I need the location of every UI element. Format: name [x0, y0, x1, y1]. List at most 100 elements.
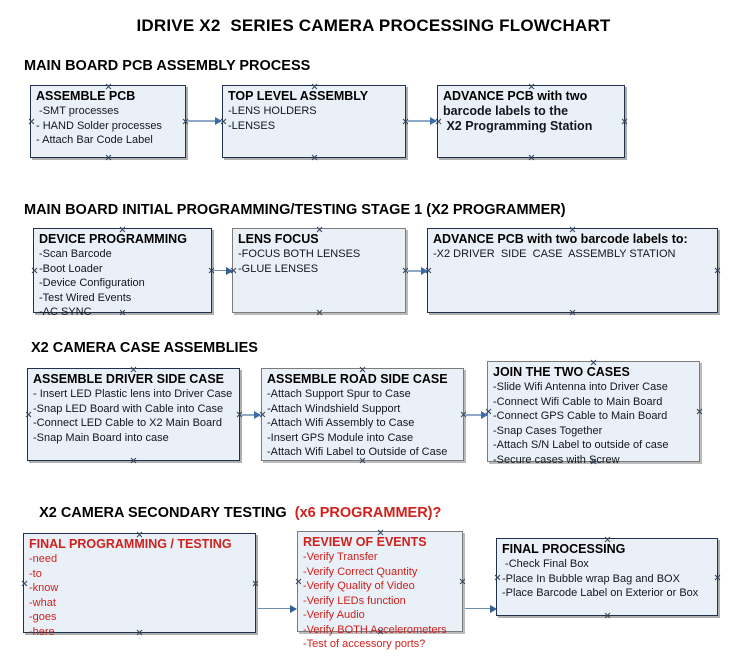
connector-handle-right[interactable]: [459, 578, 466, 585]
node-line: -Verify LEDs function: [303, 594, 406, 607]
connector-handle-right[interactable]: [714, 267, 721, 274]
node-line: -here: [29, 625, 55, 638]
node-line: -Connect GPS Cable to Main Board: [493, 410, 668, 422]
arrow-review-of-events-to-final-processing: [465, 604, 497, 613]
node-line: -Verify Transfer: [303, 551, 378, 563]
node-title: LENS FOCUS: [238, 232, 319, 246]
arrow-assemble-pcb-to-top-level: [188, 116, 222, 125]
node-line: -Scan Barcode: [39, 248, 112, 260]
section-heading-main-board-initial-programming: MAIN BOARD INITIAL PROGRAMMING/TESTING S…: [24, 202, 566, 218]
arrow-head-icon: [421, 266, 428, 275]
node-line: -Attach Support Spur to Case: [267, 388, 411, 400]
connector-handle-bottom[interactable]: [569, 309, 576, 316]
node-assemble-driver-side-case[interactable]: ASSEMBLE DRIVER SIDE CASE - Insert LED P…: [27, 368, 240, 461]
node-title: ADVANCE PCB with two barcode labels to:: [433, 232, 688, 246]
node-line: -Attach Wifi Label to Outside of Case: [267, 446, 448, 458]
node-line: -Slide Wifi Antenna into Driver Case: [493, 381, 668, 393]
node-line: -LENS HOLDERS: [228, 105, 317, 117]
node-title: ADVANCE PCB with two: [443, 89, 588, 103]
connector-handle-left[interactable]: [31, 267, 38, 274]
section-heading-x2-camera-case-assemblies: X2 CAMERA CASE ASSEMBLIES: [31, 340, 258, 356]
node-title: TOP LEVEL ASSEMBLY: [228, 89, 369, 103]
connector-handle-left[interactable]: [25, 411, 32, 418]
node-line: -Test Wired Events: [39, 291, 132, 304]
node-line: -Secure cases with Screw: [493, 453, 620, 466]
section-heading-x2-camera-secondary-testing: X2 CAMERA SECONDARY TESTING (x6 PROGRAMM…: [31, 489, 441, 521]
node-line: -Connect LED Cable to X2 Main Board: [33, 417, 222, 429]
node-lens-focus[interactable]: LENS FOCUS -FOCUS BOTH LENSES -GLUE LENS…: [232, 228, 406, 313]
connector-handle-left[interactable]: [494, 574, 501, 581]
node-line-overflow: -Test of accessory ports?: [303, 638, 426, 650]
connector-handle-right[interactable]: [621, 118, 628, 125]
node-line: -Boot Loader: [39, 262, 103, 275]
node-line: -AC SYNC: [39, 306, 92, 318]
connector-handle-bottom[interactable]: [105, 154, 112, 161]
node-advance-pcb-programming-station[interactable]: ADVANCE PCB with two barcode labels to t…: [437, 85, 625, 158]
connector-handle-bottom[interactable]: [316, 309, 323, 316]
connector-handle-left[interactable]: [28, 118, 35, 125]
node-review-of-events[interactable]: REVIEW OF EVENTS -Verify Transfer -Verif…: [295, 531, 466, 650]
arrow-head-icon: [481, 410, 488, 419]
arrow-final-programming-to-review-of-events: [258, 604, 297, 613]
node-line: -SMT processes: [36, 105, 119, 117]
node-line: -Place In Bubble wrap Bag and BOX: [502, 572, 680, 585]
node-line: -Verify BOTH Accelerometers: [303, 623, 447, 636]
node-line: -need: [29, 553, 58, 565]
node-line: -goes: [29, 611, 57, 623]
arrow-head-icon: [215, 116, 222, 125]
connector-handle-bottom[interactable]: [311, 154, 318, 161]
node-final-processing[interactable]: FINAL PROCESSING -Check Final Box -Place…: [496, 538, 718, 616]
node-line: - Insert LED Plastic lens into Driver Ca…: [33, 388, 233, 400]
arrow-top-level-to-advance-pcb: [408, 116, 437, 125]
connector-handle-bottom[interactable]: [528, 154, 535, 161]
arrow-head-icon: [226, 266, 233, 275]
node-line: - HAND Solder processes: [36, 119, 162, 132]
node-line: -Snap LED Board with Cable into Case: [33, 402, 224, 415]
node-line: -FOCUS BOTH LENSES: [238, 248, 361, 260]
connector-handle-left[interactable]: [295, 578, 302, 585]
node-line: -Attach Wifi Assembly to Case: [267, 417, 415, 429]
node-line: -Attach S/N Label to outside of case: [493, 439, 669, 451]
arrow-road-case-to-join-cases: [466, 410, 488, 419]
connector-handle-left[interactable]: [21, 580, 28, 587]
node-device-programming[interactable]: DEVICE PROGRAMMING -Scan Barcode -Boot L…: [31, 228, 212, 318]
connector-handle-right[interactable]: [714, 574, 721, 581]
connector-handle-right[interactable]: [696, 408, 703, 415]
node-join-the-two-cases[interactable]: JOIN THE TWO CASES -Slide Wifi Antenna i…: [487, 361, 703, 466]
node-title: DEVICE PROGRAMMING: [39, 232, 187, 246]
node-line: -to: [29, 567, 42, 580]
node-line: -Verify Quality of Video: [303, 580, 415, 592]
node-title: FINAL PROGRAMMING / TESTING: [29, 537, 232, 551]
section-heading-text: X2 CAMERA SECONDARY TESTING: [39, 505, 295, 521]
node-line: - Attach Bar Code Label: [36, 134, 153, 146]
node-advance-pcb-driver-side-case[interactable]: ADVANCE PCB with two barcode labels to: …: [427, 228, 718, 313]
connector-handle-bottom[interactable]: [604, 612, 611, 619]
node-title: ASSEMBLE PCB: [36, 89, 136, 103]
node-line: -X2 DRIVER SIDE CASE ASSEMBLY STATION: [433, 248, 676, 260]
node-line: -GLUE LENSES: [238, 262, 319, 275]
connector-handle-bottom[interactable]: [130, 457, 137, 464]
node-line: -Place Barcode Label on Exterior or Box: [502, 587, 699, 599]
node-assemble-road-side-case[interactable]: ASSEMBLE ROAD SIDE CASE -Attach Support …: [261, 368, 464, 461]
node-top-level-assembly[interactable]: TOP LEVEL ASSEMBLY -LENS HOLDERS -LENSES: [222, 85, 406, 158]
arrow-lens-focus-to-advance-pcb-driver: [408, 266, 428, 275]
node-title: ASSEMBLE ROAD SIDE CASE: [267, 372, 448, 386]
arrow-head-icon: [430, 116, 437, 125]
node-line: -LENSES: [228, 119, 276, 132]
node-line: -Insert GPS Module into Case: [267, 431, 414, 444]
node-line: -Connect Wifi Cable to Main Board: [493, 395, 663, 408]
connector-handle-right[interactable]: [252, 580, 259, 587]
node-assemble-pcb[interactable]: ASSEMBLE PCB -SMT processes - HAND Solde…: [30, 85, 186, 158]
node-line: -Snap Main Board into case: [33, 431, 169, 444]
node-line: -Verify Audio: [303, 609, 365, 621]
node-line: -know: [29, 582, 59, 594]
node-line: X2 Programming Station: [443, 119, 593, 133]
node-title: JOIN THE TWO CASES: [493, 365, 630, 379]
node-line: -what: [29, 596, 56, 609]
node-title: ASSEMBLE DRIVER SIDE CASE: [33, 372, 225, 386]
arrow-head-icon: [290, 604, 297, 613]
arrow-head-icon: [490, 604, 497, 613]
page-title: IDRIVE X2 SERIES CAMERA PROCESSING FLOWC…: [136, 16, 611, 35]
node-final-programming-testing[interactable]: FINAL PROGRAMMING / TESTING -need -to -k…: [21, 533, 259, 638]
node-line: barcode labels to the: [443, 104, 569, 118]
